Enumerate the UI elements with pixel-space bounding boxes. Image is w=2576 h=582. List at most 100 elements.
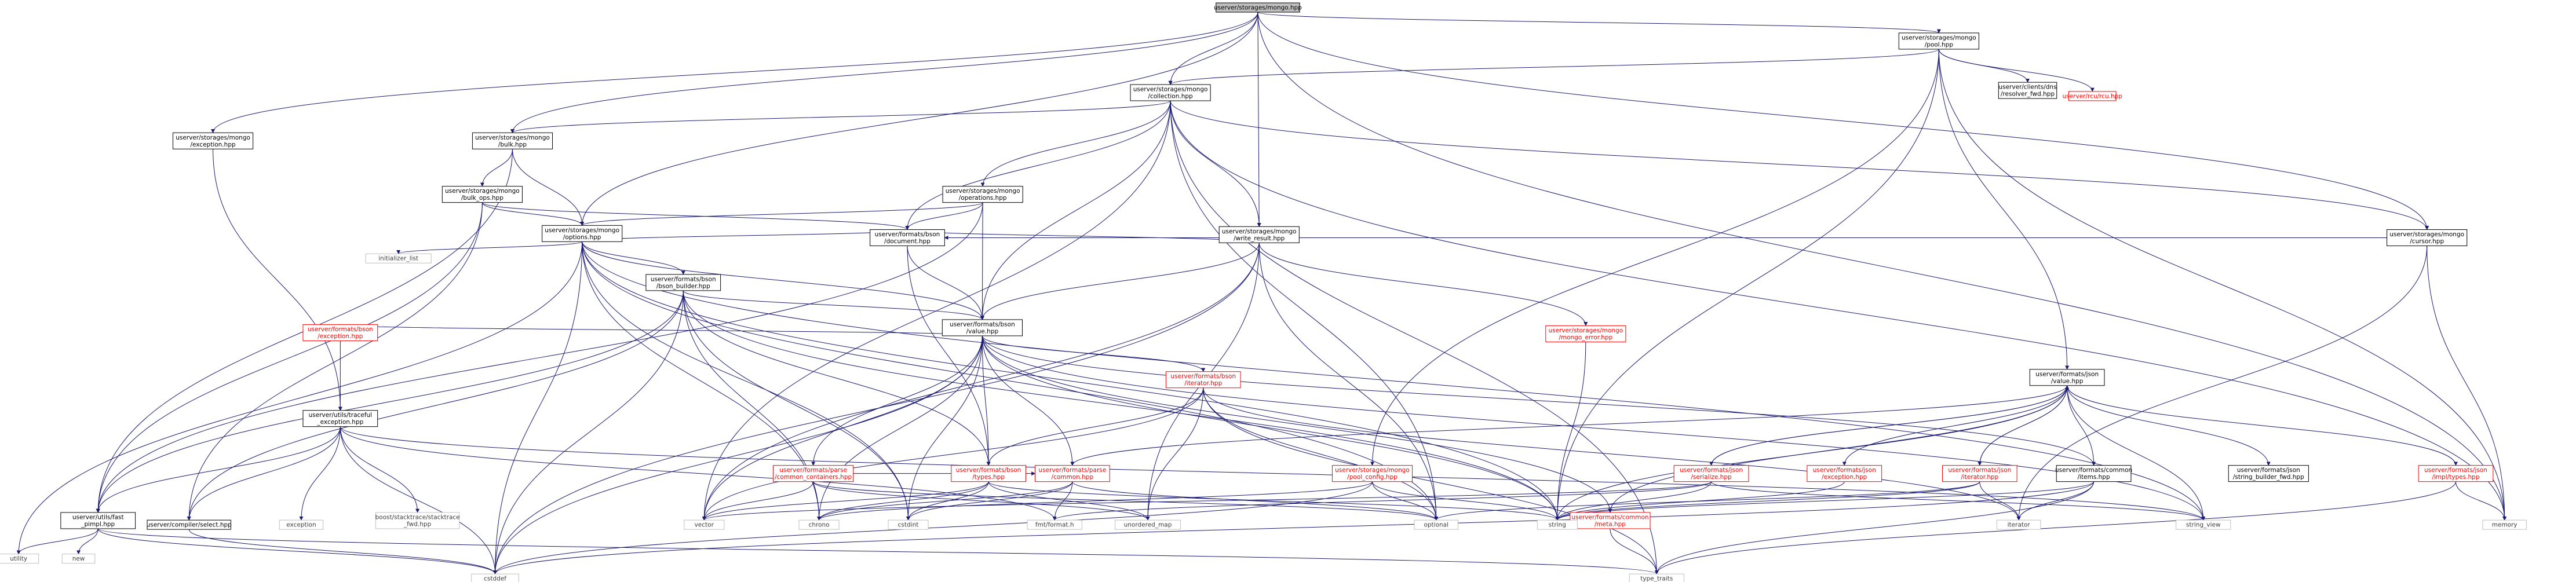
edge-options-to-bson-builder xyxy=(582,241,685,275)
node-label: userver/storages/mongo xyxy=(176,134,250,141)
edge-bson-value-to-bson-types xyxy=(981,335,991,466)
node-box xyxy=(645,274,721,291)
edge-writeresult-to-mongo-error xyxy=(1258,243,1588,327)
node-unordered-map: unordered_map xyxy=(1115,519,1181,530)
node-optional: optional xyxy=(1414,519,1458,530)
edge-json-value-to-items xyxy=(2067,385,2096,466)
edge-impl-types-to-type-traits xyxy=(1654,481,2456,574)
edge-traceful-to-stacktrace xyxy=(340,426,420,513)
node-pool[interactable]: userver/storages/mongo/pool.hpp xyxy=(1898,32,1979,50)
node-root[interactable]: userver/storages/mongo.hpp xyxy=(1214,2,1302,13)
node-resolver[interactable]: userver/clients/dns/resolver_fwd.hpp xyxy=(1998,82,2057,99)
node-box xyxy=(375,512,460,529)
edge-cursor-to-iterator xyxy=(2016,246,2428,521)
node-label: userver/formats/common xyxy=(1571,514,1648,521)
node-box xyxy=(1218,226,1300,243)
node-label: userver/formats/json xyxy=(1680,467,1743,474)
edge-bson-builder-to-bson-value xyxy=(683,290,984,320)
node-parse-common[interactable]: userver/formats/parse/common.hpp xyxy=(1034,465,1110,482)
edge-bson-builder-to-string xyxy=(683,290,1560,521)
edge-writeresult-to-document xyxy=(905,229,1260,243)
node-box xyxy=(471,573,519,582)
node-box xyxy=(1216,2,1300,13)
node-bson-exception[interactable]: userver/formats/bson/exception.hpp xyxy=(302,324,378,341)
edge-bson-types-to-cstdint xyxy=(906,481,989,521)
node-bson-builder[interactable]: userver/formats/bson/bson_builder.hpp xyxy=(645,274,721,291)
edge-collection-to-cursor xyxy=(1170,101,2429,230)
edge-options-to-init-list xyxy=(396,241,583,254)
node-label: /common.hpp xyxy=(1052,474,1094,481)
node-box xyxy=(2228,465,2309,482)
node-meta[interactable]: userver/formats/common/meta.hpp xyxy=(1570,512,1651,529)
edge-collection-to-vector xyxy=(702,101,1171,521)
node-type-traits: type_traits xyxy=(1629,573,1684,582)
node-exception[interactable]: userver/storages/mongo/exception.hpp xyxy=(172,132,254,149)
edge-root-to-exception xyxy=(211,12,1258,133)
node-label: /value.hpp xyxy=(2051,378,2084,385)
node-box xyxy=(2068,91,2117,101)
node-bulkops[interactable]: userver/storages/mongo/bulk_ops.hpp xyxy=(442,186,523,203)
node-options[interactable]: userver/storages/mongo/options.hpp xyxy=(542,225,623,242)
node-json-value[interactable]: userver/formats/json/value.hpp xyxy=(2029,369,2105,386)
node-items[interactable]: userver/formats/common/items.hpp xyxy=(2055,465,2132,482)
node-bson-types[interactable]: userver/formats/bson/types.hpp xyxy=(951,465,1026,482)
node-rcu[interactable]: userver/rcu/rcu.hpp xyxy=(2063,91,2123,101)
edge-fast-pimpl-to-utility xyxy=(16,528,98,555)
node-mongo-error[interactable]: userver/storages/mongo/mongo_error.hpp xyxy=(1545,325,1626,342)
node-operations[interactable]: userver/storages/mongo/operations.hpp xyxy=(942,186,1023,203)
node-fast-pimpl[interactable]: userver/utils/fast_pimpl.hpp xyxy=(60,512,136,529)
node-bulk[interactable]: userver/storages/mongo/bulk.hpp xyxy=(472,132,553,149)
node-box xyxy=(1942,465,2017,482)
node-box xyxy=(1673,465,1749,482)
node-label: /write_result.hpp xyxy=(1234,235,1285,242)
node-collection[interactable]: userver/storages/mongo/collection.hpp xyxy=(1130,84,1211,101)
node-bson-iterator[interactable]: userver/formats/bson/iterator.hpp xyxy=(1165,371,1241,389)
node-document[interactable]: userver/formats/bson/document.hpp xyxy=(870,229,945,246)
edge-json-serialize-to-vector xyxy=(702,481,1712,521)
edge-fast-pimpl-to-new xyxy=(76,528,98,555)
node-writeresult[interactable]: userver/storages/mongo/write_result.hpp xyxy=(1218,226,1300,243)
node-label: optional xyxy=(1424,522,1448,529)
node-label: /exception.hpp xyxy=(190,141,236,148)
node-box xyxy=(1997,519,2041,530)
node-string-view: string_view xyxy=(2176,519,2231,530)
edge-bson-builder-to-chrono xyxy=(683,290,822,521)
edge-json-serialize-to-json-value xyxy=(1711,385,2070,466)
node-traceful[interactable]: userver/utils/traceful_exception.hpp xyxy=(302,410,378,427)
node-label: /meta.hpp xyxy=(1595,521,1626,528)
node-bson-value[interactable]: userver/formats/bson/value.hpp xyxy=(942,319,1023,336)
nodes-layer: userver/storages/mongo.hpp userver/storag… xyxy=(0,2,2527,582)
edge-traceful-to-fast-pimpl xyxy=(96,426,341,513)
edge-collection-to-operations xyxy=(980,101,1171,187)
node-label: /resolver_fwd.hpp xyxy=(2001,91,2055,98)
node-chrono: chrono xyxy=(798,519,840,530)
node-json-serialize[interactable]: userver/formats/json/serialize.hpp xyxy=(1673,465,1749,482)
node-sb-fwd[interactable]: userver/formats/json/string_builder_fwd.… xyxy=(2228,465,2309,482)
node-label: _pimpl.hpp xyxy=(81,521,115,528)
node-label: userver/storages/mongo xyxy=(475,134,550,141)
node-label: new xyxy=(72,555,85,562)
node-box xyxy=(60,512,136,529)
node-box xyxy=(2029,369,2105,386)
edge-pool-to-string xyxy=(1555,49,1939,521)
node-select[interactable]: userver/compiler/select.hpp xyxy=(147,519,232,530)
node-label: userver/formats/json xyxy=(2237,467,2300,474)
edge-bson-value-to-parse-common xyxy=(981,335,1075,466)
node-json-iterator[interactable]: userver/formats/json/iterator.hpp xyxy=(1942,465,2017,482)
edge-options-to-cstdint xyxy=(582,241,910,521)
node-box xyxy=(942,319,1023,336)
node-box xyxy=(2387,229,2468,246)
node-box xyxy=(1545,325,1626,342)
edge-root-to-options xyxy=(580,12,1258,226)
node-cursor[interactable]: userver/storages/mongo/cursor.hpp xyxy=(2387,229,2468,246)
edge-json-iterator-to-iterator xyxy=(1979,481,2021,521)
edge-collection-to-optional xyxy=(1170,101,1439,521)
edge-bson-builder-to-cstddef xyxy=(493,290,684,574)
node-pool-config[interactable]: userver/storages/mongo/pool_config.hpp xyxy=(1331,465,1413,482)
node-impl-types[interactable]: userver/formats/json/impl/types.hpp xyxy=(2418,465,2494,482)
node-parse-containers[interactable]: userver/formats/parse/common_containers.… xyxy=(773,465,854,482)
node-box xyxy=(1629,573,1684,582)
node-json-exception[interactable]: userver/formats/json/exception.hpp xyxy=(1807,465,1882,482)
node-label: /common_containers.hpp xyxy=(775,474,852,481)
edge-parse-containers-to-unordered-map xyxy=(813,481,1150,521)
